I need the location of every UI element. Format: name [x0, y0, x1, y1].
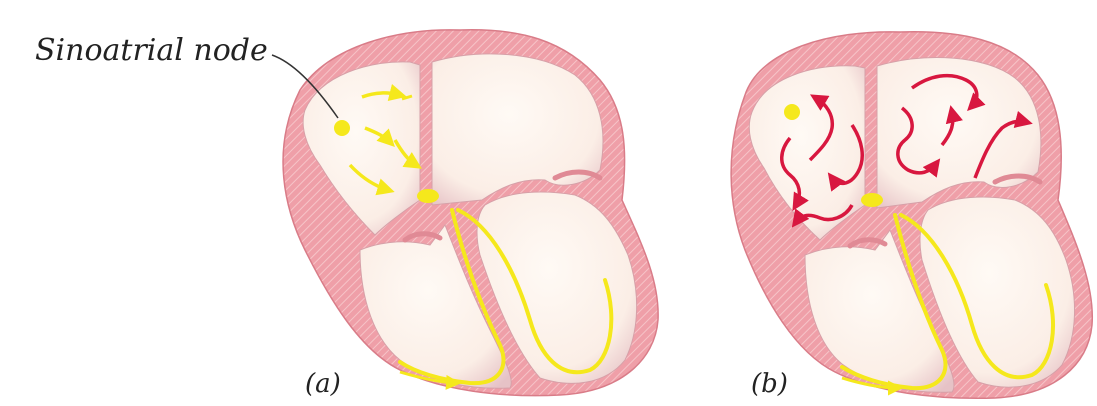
sinoatrial-node-dot [784, 104, 800, 120]
panel-b-label: (b) [751, 369, 788, 399]
sinoatrial-node-dot [334, 120, 350, 136]
av-node-dot [861, 193, 883, 207]
sinoatrial-node-label: Sinoatrial node [35, 33, 268, 68]
heart-b [731, 32, 1092, 399]
heart-a [283, 30, 658, 396]
panel-a-label: (a) [305, 369, 341, 399]
heart-a-left-atrium [432, 54, 603, 205]
av-node-dot [417, 189, 439, 203]
